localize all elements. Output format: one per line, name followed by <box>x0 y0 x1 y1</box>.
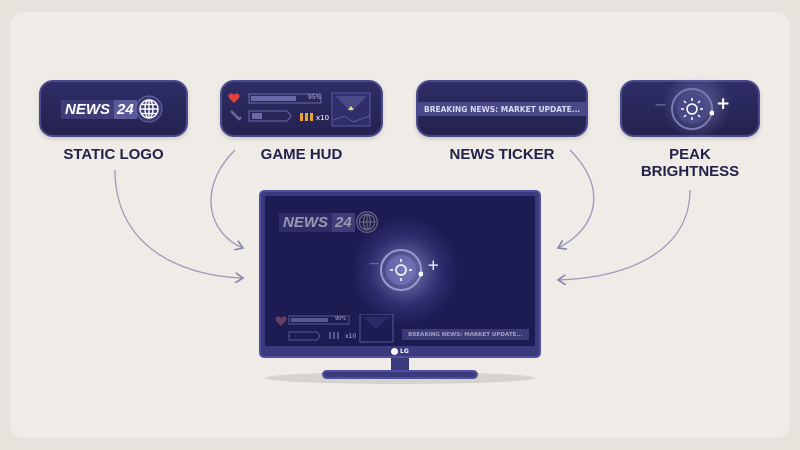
game-hud-card: 95% x10 <box>220 80 383 137</box>
label-line2: BRIGHTNESS <box>640 163 740 180</box>
peak-brightness-card: − + <box>620 70 760 140</box>
tv-brightness-plus: + <box>427 256 440 274</box>
news-ticker-card: BREAKING NEWS: MARKET UPDATE... <box>416 80 588 137</box>
game-hud-graphic <box>228 92 371 127</box>
tv-ticker-text: BREAKING NEWS: MARKET UPDATE... <box>408 331 523 338</box>
tv-globe-icon <box>355 211 378 233</box>
tv-logo-news: NEWS <box>279 212 332 232</box>
brightness-minus: − <box>654 95 668 114</box>
tv-brand-logo: LG <box>391 348 409 355</box>
game-hud-label: GAME HUD <box>260 146 343 163</box>
tv-logo-number: 24 <box>332 212 355 232</box>
tv-neck <box>391 356 409 372</box>
tv-screen: NEWS 24 − + 90% x10 BREAKING NEWS: MARKE… <box>265 196 535 346</box>
tv-ammo-count: x10 <box>345 333 357 340</box>
tv-game-hud <box>275 314 394 343</box>
logo-number-text: 24 <box>114 99 137 119</box>
tv: NEWS 24 − + 90% x10 BREAKING NEWS: MARKE… <box>259 190 541 358</box>
static-logo-card: NEWS 24 <box>39 80 188 137</box>
arrow-news-ticker <box>558 149 595 248</box>
ticker-text: BREAKING NEWS: MARKET UPDATE... <box>424 104 581 114</box>
logo-news-text: NEWS <box>61 99 114 119</box>
tv-sun-icon <box>380 249 423 291</box>
tv-health-percent: 90% <box>335 316 347 322</box>
brightness-plus: + <box>716 94 731 114</box>
weapon-icon <box>230 110 242 121</box>
tv-ticker: BREAKING NEWS: MARKET UPDATE... <box>402 329 529 340</box>
ammo-count: x10 <box>316 114 330 122</box>
ticker-bar: BREAKING NEWS: MARKET UPDATE... <box>418 102 586 116</box>
news-ticker-label: NEWS TICKER <box>449 146 555 163</box>
arrow-static-logo <box>114 169 243 278</box>
globe-icon <box>135 95 163 123</box>
tv-stand <box>322 370 478 379</box>
tv-brand: LG <box>400 348 409 355</box>
sun-icon <box>671 88 714 130</box>
arrow-peak-brightness <box>558 189 691 280</box>
battery-icon <box>248 110 292 122</box>
tv-brightness-minus: − <box>368 256 380 272</box>
minimap-icon <box>331 92 371 127</box>
static-logo-label: STATIC LOGO <box>63 146 164 163</box>
label-line1: PEAK <box>669 146 711 163</box>
heart-icon <box>228 93 240 103</box>
arrow-game-hud <box>210 149 243 248</box>
health-percent: 95% <box>308 94 322 101</box>
bullets-icon <box>300 113 313 121</box>
